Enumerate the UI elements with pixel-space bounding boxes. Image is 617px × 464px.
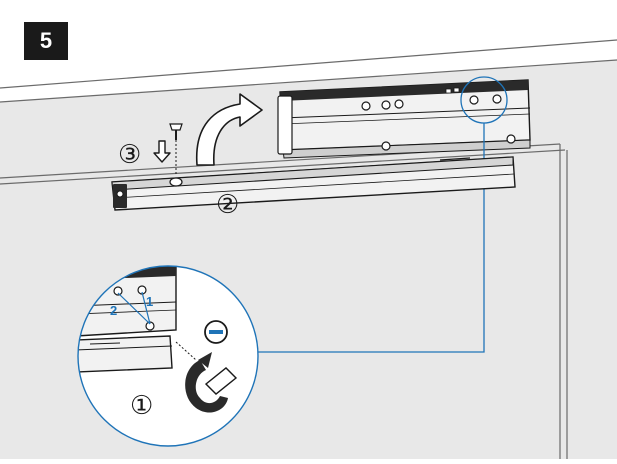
label-track-mount: ② [216, 189, 239, 219]
minus-icon [204, 320, 228, 344]
screw-icon [169, 123, 183, 176]
mounting-track [111, 156, 516, 211]
down-arrow-icon [153, 140, 171, 163]
step-number-badge: 5 [24, 22, 68, 60]
curved-arrow-icon [196, 93, 263, 166]
inset-label-1: 1 [146, 294, 153, 309]
inset-label-2: 2 [110, 303, 117, 318]
label-adjust-screw: ① [130, 390, 153, 420]
hex-key-icon [185, 352, 238, 413]
inset-detail [77, 265, 259, 447]
body-screws [361, 94, 516, 151]
label-lever-lock: ③ [118, 139, 141, 169]
lock-symbol-icon [445, 87, 460, 94]
detail-callout [258, 76, 508, 353]
closer-body [277, 79, 531, 159]
